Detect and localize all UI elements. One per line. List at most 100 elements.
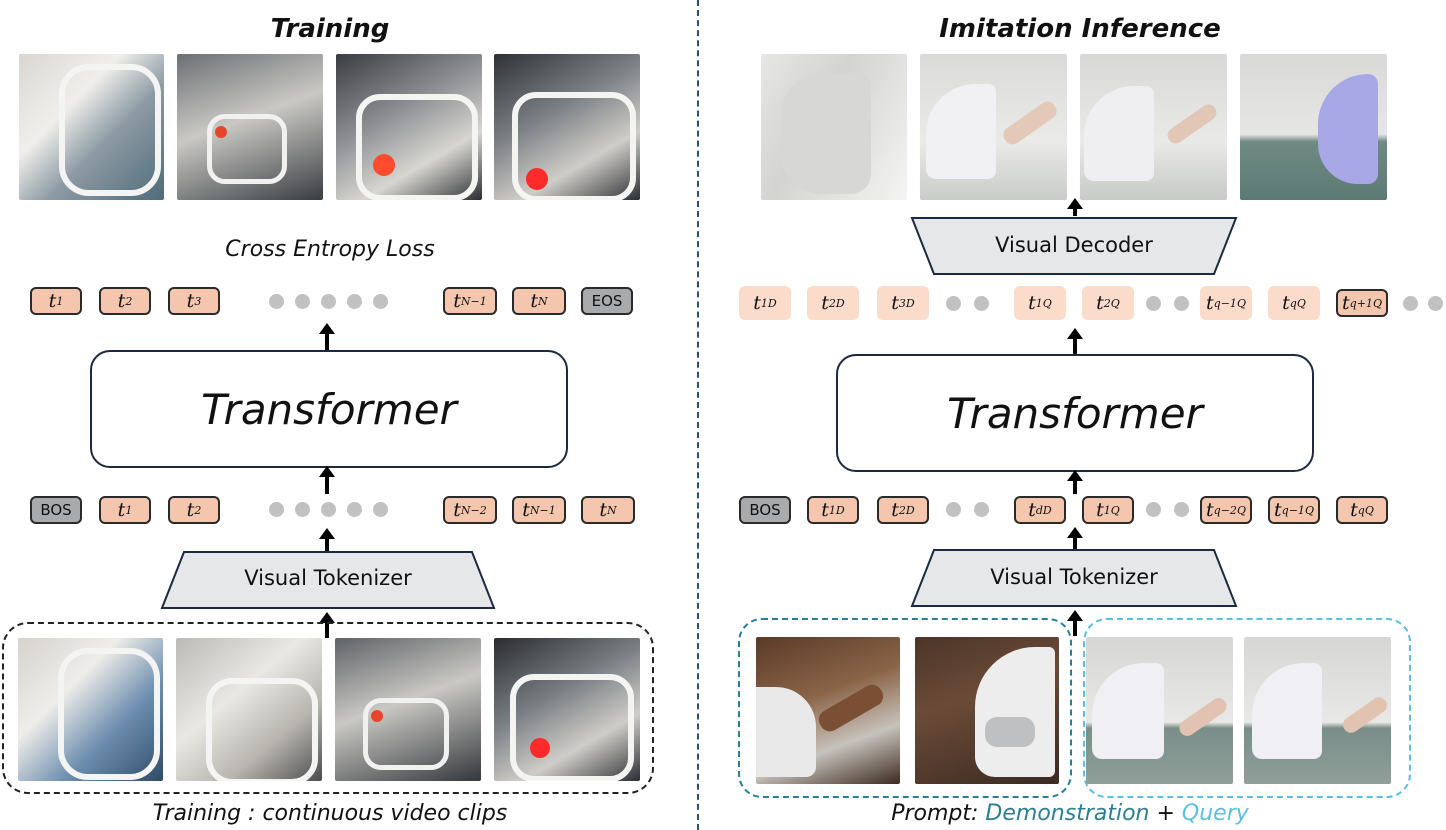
training-transformer: Transformer — [90, 350, 568, 468]
ellipsis-dot — [1174, 502, 1189, 517]
arrowhead — [1067, 328, 1083, 339]
arrowhead — [319, 466, 335, 477]
ellipsis-dot — [1403, 296, 1418, 311]
training-visual-tokenizer — [160, 551, 496, 609]
demonstration-container — [738, 618, 1072, 798]
ellipsis-dot — [1146, 502, 1161, 517]
inference-output-frame-2 — [920, 54, 1067, 200]
loss-label: Cross Entropy Loss — [225, 237, 435, 262]
arrow-up — [325, 538, 329, 552]
inference-visual-tokenizer — [910, 549, 1238, 607]
eos-token: EOS — [581, 287, 633, 315]
ellipsis-dot — [946, 296, 961, 311]
demonstration-frame-1 — [756, 637, 900, 784]
arrowhead — [1067, 198, 1083, 209]
arrowhead — [319, 528, 335, 539]
ellipsis-dot — [321, 502, 336, 517]
training-input-frame-1 — [18, 638, 163, 781]
arrowhead — [319, 612, 335, 623]
ellipsis-dot — [974, 296, 989, 311]
training-output-frame-1 — [19, 54, 164, 200]
arrowhead — [319, 323, 335, 334]
arrow-up — [1073, 204, 1077, 216]
arrowhead — [1067, 470, 1083, 481]
arrowhead — [1067, 610, 1083, 621]
prompt-caption: Prompt: Demonstration + Query — [820, 801, 1320, 826]
visual-decoder-label: Visual Decoder — [995, 233, 1153, 257]
bos-token: BOS — [739, 496, 791, 524]
prompt-caption-prefix: Prompt: — [891, 801, 986, 826]
ellipsis-dot — [347, 294, 362, 309]
demonstration-frame-2 — [915, 637, 1059, 784]
prompt-caption-query: Query — [1181, 801, 1249, 826]
ellipsis-dot — [295, 294, 310, 309]
ellipsis-dot — [269, 294, 284, 309]
training-clips-container — [2, 622, 654, 794]
bos-token: BOS — [30, 496, 82, 524]
ellipsis-dot — [1174, 296, 1189, 311]
training-output-frame-3 — [336, 54, 482, 200]
arrow-up — [1073, 480, 1077, 494]
training-input-frame-3 — [335, 638, 481, 781]
arrow-up — [325, 622, 329, 638]
ellipsis-dot — [321, 294, 336, 309]
ellipsis-dot — [946, 502, 961, 517]
ellipsis-dot — [295, 502, 310, 517]
inference-title: Imitation Inference — [939, 14, 1221, 44]
section-divider — [697, 0, 699, 830]
training-caption: Training : continuous video clips — [152, 801, 508, 826]
inference-transformer: Transformer — [836, 354, 1314, 472]
training-output-frame-4 — [494, 54, 640, 200]
prompt-caption-demo: Demonstration — [985, 801, 1150, 826]
query-frame-1 — [1086, 637, 1233, 784]
training-output-frame-2 — [177, 54, 323, 200]
arrow-up — [1073, 620, 1077, 636]
arrow-up — [1073, 338, 1077, 354]
arrowhead — [1067, 527, 1083, 538]
ellipsis-dot — [347, 502, 362, 517]
training-tokenizer-label: Visual Tokenizer — [244, 566, 412, 590]
inference-output-frame-1 — [761, 54, 907, 200]
visual-decoder — [910, 217, 1238, 275]
training-input-frame-4 — [494, 638, 640, 781]
training-input-frame-2 — [176, 638, 322, 781]
arrow-up — [325, 476, 329, 494]
ellipsis-dot — [373, 294, 388, 309]
query-frame-2 — [1244, 637, 1391, 784]
query-container — [1083, 618, 1411, 798]
ellipsis-dot — [974, 502, 989, 517]
inference-output-frame-3 — [1080, 54, 1227, 200]
ellipsis-dot — [1146, 296, 1161, 311]
prompt-caption-plus: + — [1149, 801, 1182, 826]
arrow-up — [325, 333, 329, 351]
ellipsis-dot — [269, 502, 284, 517]
arrow-up — [1073, 536, 1077, 550]
ellipsis-dot — [1428, 296, 1443, 311]
inference-output-frame-4 — [1240, 54, 1387, 200]
training-title: Training — [270, 14, 390, 44]
